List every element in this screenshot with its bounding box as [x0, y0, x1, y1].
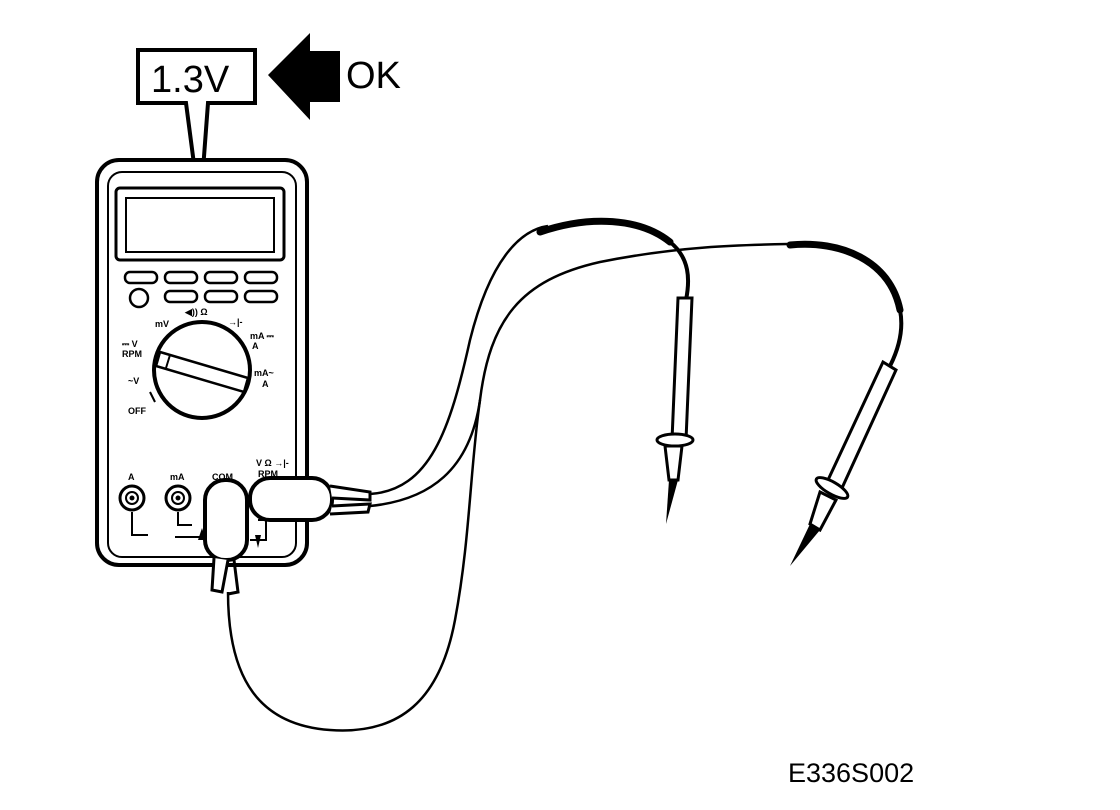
button-2[interactable] [163, 270, 199, 285]
rotary-dial[interactable] [152, 320, 252, 420]
dial-ma-ac-label: mA~ [254, 368, 274, 378]
button-6[interactable] [203, 289, 239, 304]
jack-ma-label: mA [170, 472, 185, 482]
jack-a-label: A [128, 472, 135, 482]
button-4[interactable] [243, 270, 279, 285]
dial-mv-label: mV [155, 319, 169, 329]
reading-callout: 1.3V [136, 48, 257, 211]
input-jacks [118, 484, 192, 512]
button-7[interactable] [243, 289, 279, 304]
probe-right [786, 240, 904, 566]
function-buttons [123, 270, 279, 309]
v-ohm-plug [248, 476, 372, 522]
ok-arrow-icon [268, 33, 340, 120]
dial-ac-v-label: ~V [128, 376, 139, 386]
multimeter-body: mV ◀)) Ω →|- ⎓ V RPM ~V OFF mA ⎓ A mA~ A… [95, 158, 309, 567]
dial-rpm-label: RPM [122, 349, 142, 359]
reading-value: 1.3V [151, 59, 230, 101]
dial-dc-v-label: ⎓ V [122, 339, 138, 349]
dial-a-ac-label: A [262, 379, 269, 389]
jack-v-ohm-label: V Ω →|- [256, 458, 289, 468]
figure-code: E336S002 [788, 758, 914, 788]
button-5[interactable] [163, 289, 199, 304]
jack-com-label: COM [212, 472, 233, 482]
probe-left [536, 217, 695, 524]
com-plug [203, 478, 249, 596]
test-leads [226, 224, 791, 732]
dial-a-dc-label: A [252, 341, 259, 351]
button-1[interactable] [123, 270, 159, 285]
ok-label: OK [346, 55, 401, 97]
dial-sound-ohm-label: ◀)) Ω [184, 307, 208, 317]
dial-diode-label: →|- [228, 317, 243, 327]
button-3[interactable] [203, 270, 239, 285]
round-button[interactable] [128, 287, 150, 309]
jack-rpm-label: RPM [258, 469, 278, 479]
dial-ma-dc-label: mA ⎓ [250, 331, 275, 341]
dial-off-label: OFF [128, 406, 146, 416]
